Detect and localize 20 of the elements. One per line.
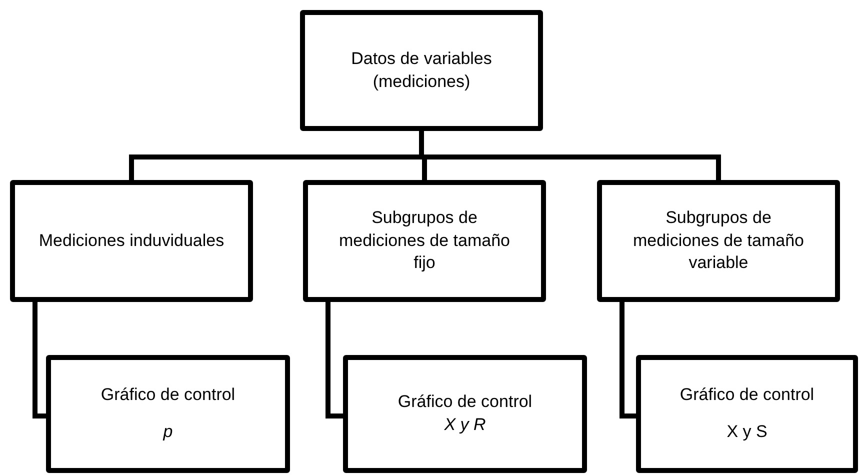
process-box: [10, 180, 253, 302]
connector-line: [32, 302, 46, 418]
process-box: [303, 180, 546, 302]
connector-line: [326, 302, 343, 418]
connector-line: [620, 302, 636, 418]
box-text: p: [163, 421, 173, 443]
process-box: [46, 355, 290, 473]
box-text: Gráfico de control: [680, 384, 814, 406]
box-text: Datos de variables (mediciones): [350, 48, 493, 92]
box-text: Mediciones induviduales: [38, 230, 224, 252]
process-box: [300, 10, 543, 131]
process-box: [636, 355, 858, 473]
box-text: Subgrupos de mediciones de tamaño fijo: [338, 206, 512, 274]
box-text: Subgrupos de mediciones de tamaño variable: [632, 206, 806, 274]
process-box: [343, 355, 587, 473]
box-text: X y S: [726, 421, 768, 443]
process-box: [597, 180, 840, 302]
box-text: X y R: [444, 414, 486, 436]
box-text: Gráfico de control: [398, 391, 532, 414]
box-text: Gráfico de control: [100, 384, 236, 406]
